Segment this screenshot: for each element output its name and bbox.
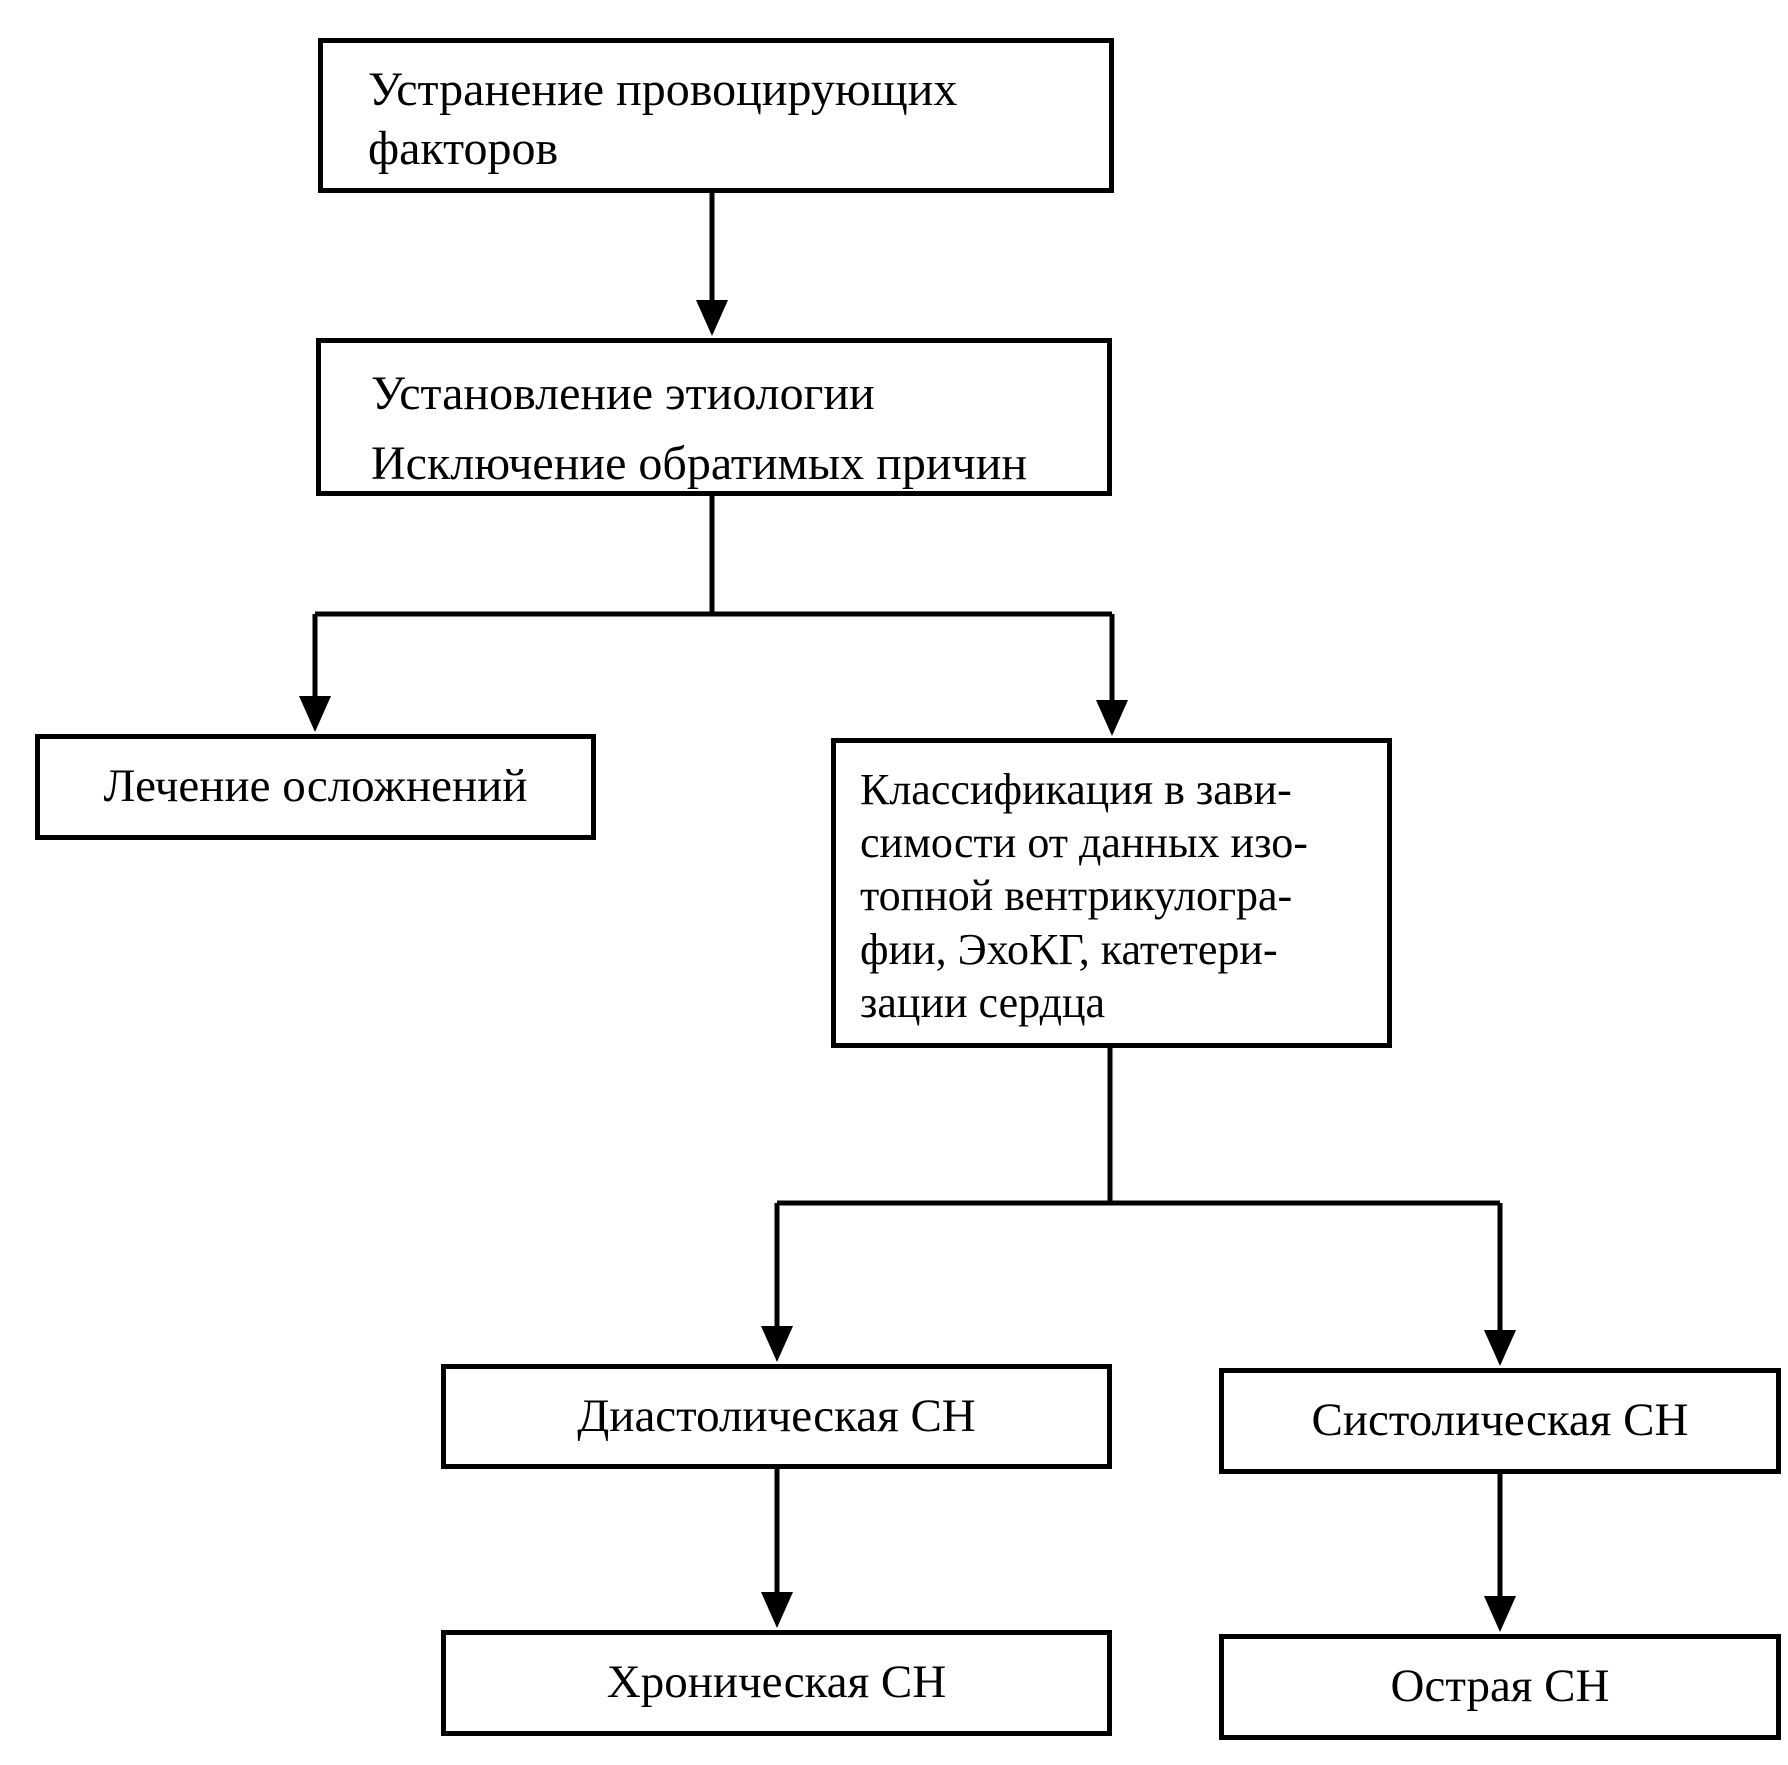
node-classification: Классификация в зави- симости от данных … (831, 738, 1392, 1048)
node-diastolic: Диастолическая СН (441, 1364, 1112, 1469)
node-acute-label: Острая СН (1390, 1660, 1610, 1713)
node-classification-line-1: Классификация в зави- (860, 765, 1292, 814)
arrowhead-diastolic (761, 1326, 793, 1362)
node-chronic: Хроническая СН (441, 1630, 1112, 1736)
node-eliminate-factors: Устранение провоцирующих факторов (318, 38, 1114, 193)
arrowhead-classification (1096, 700, 1128, 736)
node-complications-label: Лечение осложнений (103, 760, 528, 813)
arrowhead-complications (299, 696, 331, 732)
node-eliminate-line-1: Устранение провоцирующих (368, 63, 958, 116)
node-classification-line-4: фии, ЭхоКГ, катетери- (860, 924, 1278, 974)
node-systolic: Систолическая СН (1219, 1368, 1781, 1474)
node-etiology: Установление этиологии Исключение обрати… (316, 338, 1112, 496)
node-complications: Лечение осложнений (35, 734, 596, 840)
node-chronic-label: Хроническая СН (606, 1656, 947, 1709)
arrowhead-etiology (696, 300, 728, 336)
node-classification-line-5: зации сердца (860, 977, 1106, 1027)
node-systolic-label: Систолическая СН (1311, 1394, 1689, 1447)
arrowhead-systolic (1484, 1330, 1516, 1366)
node-acute: Острая СН (1219, 1634, 1781, 1740)
node-eliminate-line-2: факторов (368, 121, 559, 175)
node-etiology-line-2: Исключение обратимых причин (371, 436, 1028, 490)
arrowhead-acute (1484, 1596, 1516, 1632)
node-classification-line-2: симости от данных изо- (860, 818, 1308, 868)
node-etiology-line-1: Установление этиологии (371, 367, 875, 420)
arrowhead-chronic (761, 1592, 793, 1628)
node-classification-line-3: топной вентрикулогра- (860, 871, 1293, 921)
node-diastolic-label: Диастолическая СН (577, 1389, 976, 1442)
